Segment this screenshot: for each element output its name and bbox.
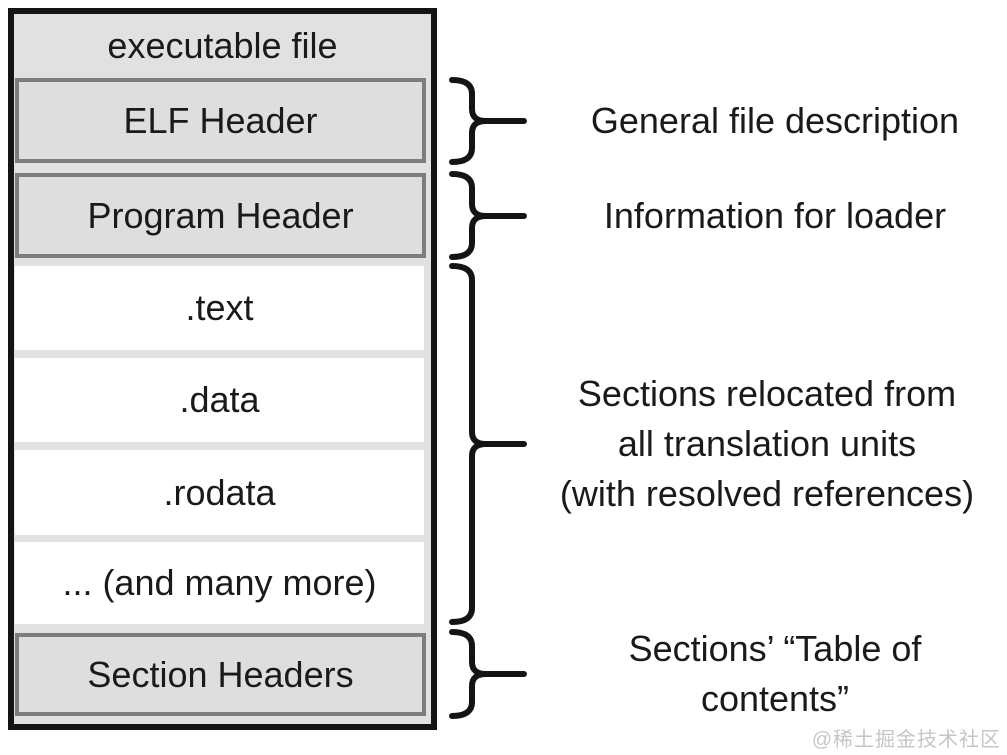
segment-elf-header: ELF Header bbox=[15, 78, 426, 163]
annotation-sections-relocated: Sections relocated from all translation … bbox=[528, 369, 1006, 519]
segment-data-section: .data bbox=[15, 358, 424, 442]
annotation-line: all translation units bbox=[617, 423, 917, 464]
annotation-line: General file description bbox=[590, 100, 960, 141]
annotation-line: contents” bbox=[700, 678, 850, 719]
annotation-general-file-description: General file description bbox=[540, 96, 1007, 146]
curly-brace-icon-sections-group bbox=[449, 263, 527, 625]
segment-section-headers: Section Headers bbox=[15, 633, 426, 716]
segment-program-header: Program Header bbox=[15, 173, 426, 258]
annotation-line: Sections’ “Table of bbox=[628, 628, 922, 669]
executable-file-box: executable file ELF Header Program Heade… bbox=[8, 8, 437, 730]
curly-brace-icon-program-header bbox=[449, 171, 527, 260]
watermark: @稀土掘金技术社区 bbox=[811, 729, 1001, 751]
annotation-line: (with resolved references) bbox=[559, 473, 975, 514]
segment-text-section: .text bbox=[15, 266, 424, 350]
annotation-line: Information for loader bbox=[603, 195, 947, 236]
annotation-line: Sections relocated from bbox=[577, 373, 957, 414]
curly-brace-icon-elf-header bbox=[449, 77, 527, 165]
curly-brace-icon-section-headers bbox=[449, 629, 527, 719]
segment-rodata-section: .rodata bbox=[15, 450, 424, 535]
executable-file-title: executable file bbox=[107, 25, 338, 66]
segment-more-sections: ... (and many more) bbox=[15, 542, 424, 624]
annotation-sections-table-of-contents: Sections’ “Table of contents” bbox=[540, 624, 1007, 724]
annotation-information-for-loader: Information for loader bbox=[540, 191, 1007, 241]
